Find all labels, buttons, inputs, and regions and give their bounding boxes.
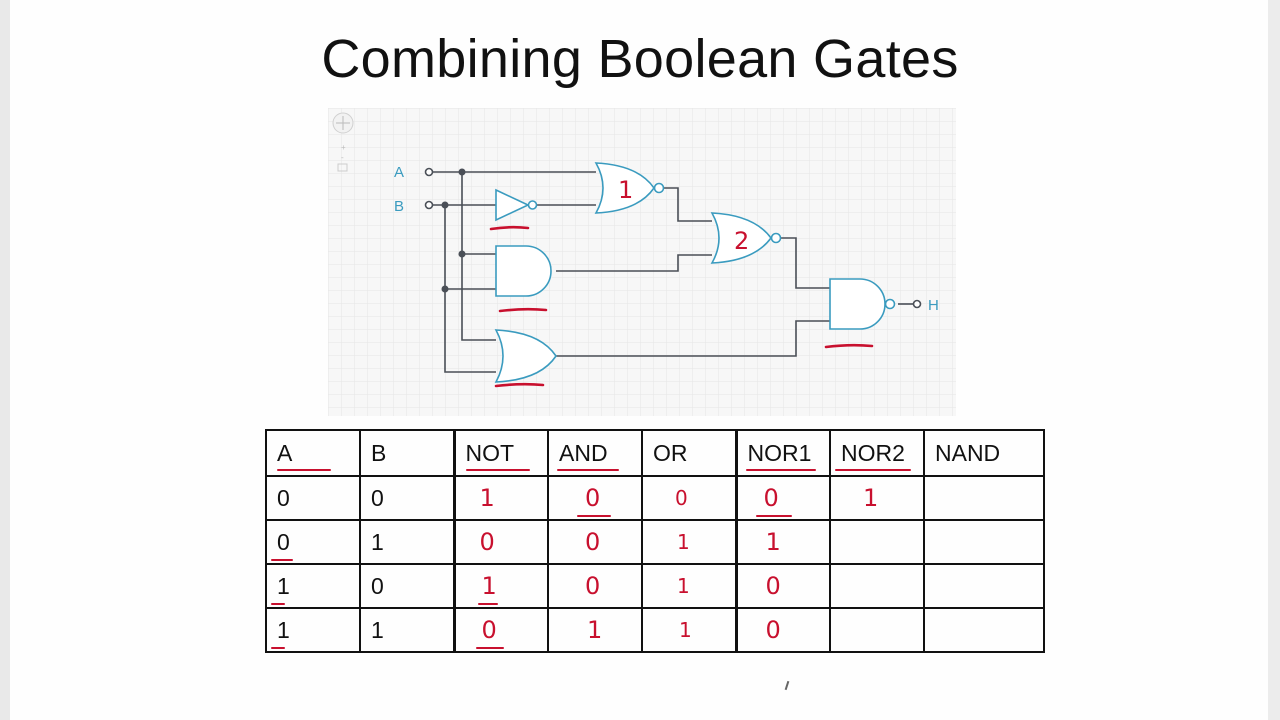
slide-title: Combining Boolean Gates [321, 29, 959, 89]
cell-nand [923, 519, 1045, 565]
cell-not: 0 [452, 519, 549, 565]
input-label-b: B [394, 198, 404, 215]
cell-nor1: 0 [734, 563, 831, 609]
cell-or: 1 [641, 519, 737, 565]
table-row: 1 0 1 0 1 0 [265, 563, 1045, 609]
nand-gate [829, 278, 896, 330]
cell-nor2 [829, 607, 925, 653]
cell-nor1: 1 [734, 519, 831, 565]
cell-nor2 [829, 519, 925, 565]
logic-gates [494, 162, 896, 383]
zoom-controls[interactable]: + - [332, 112, 354, 172]
gate-annotation-1: 1 [618, 176, 633, 204]
or-gate [494, 329, 557, 383]
cell-or: 0 [641, 475, 737, 521]
cell-b: 0 [359, 563, 455, 609]
table-row: 0 1 0 0 1 1 [265, 519, 1045, 565]
cell-and: 0 [547, 563, 643, 609]
wire-junctions [441, 168, 466, 293]
cell-a: 0 [265, 475, 361, 521]
nor1-gate [594, 162, 665, 214]
cell-and: 0 [547, 475, 643, 521]
svg-text:-: - [341, 153, 344, 162]
header-or: OR [641, 429, 737, 477]
header-not: NOT [452, 429, 549, 477]
cell-b: 1 [359, 607, 455, 653]
cell-b: 0 [359, 475, 455, 521]
video-frame-right [1268, 0, 1280, 720]
video-frame-left [0, 0, 10, 720]
cell-a: 1 [265, 563, 361, 609]
gate-annotation-2: 2 [734, 227, 749, 255]
cell-not: 1 [452, 475, 549, 521]
cell-nor1: 0 [734, 475, 831, 521]
input-label-a: A [394, 164, 404, 181]
table-row: 1 1 0 1 1 0 [265, 607, 1045, 653]
cell-nand [923, 563, 1045, 609]
cell-b: 1 [359, 519, 455, 565]
header-b: B [359, 429, 455, 477]
table-header-row: A B NOT AND OR NOR1 NOR2 NAND [265, 429, 1045, 477]
cell-nand [923, 475, 1045, 521]
output-label-h: H [928, 297, 939, 314]
cell-and: 0 [547, 519, 643, 565]
cell-a: 0 [265, 519, 361, 565]
cell-nor2: 1 [829, 475, 925, 521]
header-and: AND [547, 429, 643, 477]
cell-and: 1 [547, 607, 643, 653]
header-a: A [265, 429, 361, 477]
header-nand: NAND [923, 429, 1045, 477]
cell-or: 1 [641, 563, 737, 609]
table-row: 0 0 1 0 0 0 1 [265, 475, 1045, 521]
terminals [424, 167, 922, 309]
not-gate [495, 188, 538, 222]
cell-not: 0 [452, 607, 549, 653]
cell-nand [923, 607, 1045, 653]
cell-a: 1 [265, 607, 361, 653]
circuit-canvas: + - [328, 108, 956, 416]
cell-nor2 [829, 563, 925, 609]
cell-or: 1 [641, 607, 737, 653]
cell-not: 1 [452, 563, 549, 609]
truth-table: A B NOT AND OR NOR1 NOR2 NAND [265, 429, 1045, 653]
header-nor1: NOR1 [734, 429, 831, 477]
stray-pen-mark [784, 680, 790, 691]
and-gate [495, 245, 552, 297]
header-nor2: NOR2 [829, 429, 925, 477]
svg-text:+: + [341, 143, 346, 152]
cell-nor1: 0 [734, 607, 831, 653]
pen-underlines [489, 225, 874, 388]
nor2-gate [710, 212, 782, 264]
circuit-diagram: + - [328, 108, 956, 416]
